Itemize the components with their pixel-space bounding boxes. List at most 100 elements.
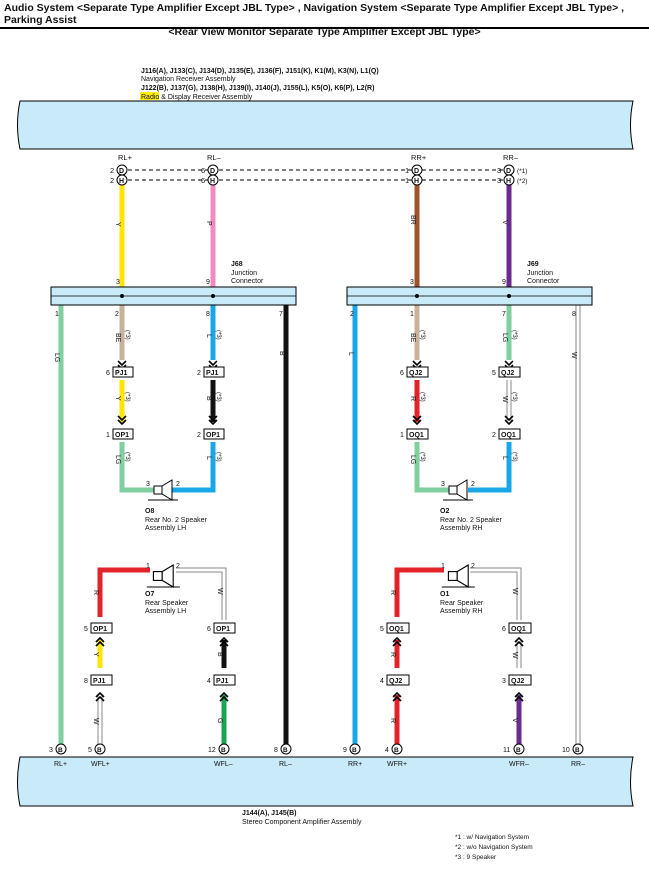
svg-text:D: D [414,168,419,175]
connector-oq1-c [386,622,410,634]
star3-note-10: (*3) [511,392,517,402]
svg-text:3: 3 [497,166,501,175]
svg-text:2: 2 [110,166,114,175]
wire-label-b-o7: B [216,652,223,657]
j68-name-1: Junction [231,270,257,277]
svg-text:2: 2 [350,311,354,318]
star3-note-8: (*3) [511,330,517,340]
connector-op1-d [213,622,236,634]
receiver-assembly [17,100,634,150]
svg-text:B: B [221,747,226,754]
wire-label-l-o2: L [501,456,508,460]
wire-label-y-o7: Y [92,652,99,657]
svg-text:1: 1 [405,166,409,175]
svg-text:B: B [575,747,580,754]
star3-note-11: (*3) [419,452,425,462]
wire-l-to-o8 [172,442,216,493]
wire-label-r-r: R [409,396,416,401]
svg-text:B: B [58,747,63,754]
junction-nodes [120,294,511,298]
connector-qj2-c-label: QJ2 [389,678,402,685]
amplifier-name: Stereo Component Amplifier Assembly [242,819,362,826]
svg-text:2: 2 [492,432,496,439]
svg-text:2: 2 [197,432,201,439]
star3-note-4: (*3) [215,392,221,402]
title-line-1: Audio System <Separate Type Amplifier Ex… [4,2,625,26]
svg-text:D: D [210,168,215,175]
label-rr-plus: RR+ [411,153,427,162]
wire-label-w-r: W [501,396,508,403]
amplifier-codes: J144(A), J145(B) [242,810,296,817]
legend-item-3: *3 : 9 Speaker [455,854,497,861]
wire-label-l-o8: L [205,456,212,460]
wire-label-lg-o2: LG [409,455,416,464]
wire-label-r-o1-b: R [389,652,396,657]
o8-code: O8 [145,508,154,515]
connector-oq1-d [508,622,532,634]
connector-pj1-d-label: PJ1 [216,678,229,685]
wire-label-y-l: Y [114,396,121,401]
svg-text:B: B [352,747,357,754]
svg-text:2: 2 [110,176,114,185]
legend-item-2: *2 : w/o Navigation System [455,844,533,851]
j68-code: J68 [231,261,243,268]
wire-label-w-wfl-plus: W [92,718,99,725]
wire-label-lg-rl-plus: LG [53,353,60,362]
connector-oq1-d-label: OQ1 [511,626,526,633]
connector-op1-b [203,428,225,440]
o1-name-1: Rear Speaker [440,600,484,607]
j69-name-2: Connector [527,278,560,285]
svg-text:9: 9 [343,747,347,754]
star3-note-9: (*3) [419,392,425,402]
wire-lg-to-o2 [414,442,449,493]
wire-label-r-o1: R [389,590,396,595]
connector-pj1-a-label: PJ1 [115,370,128,377]
connector-qj2-a-label: QJ2 [409,370,422,377]
svg-text:5: 5 [84,626,88,633]
note-star2: (*2) [517,178,527,185]
star3-note-7: (*3) [419,330,425,340]
svg-text:B: B [283,747,288,754]
connector-pj1-c [90,674,113,686]
svg-text:D: D [119,168,124,175]
svg-text:H: H [210,178,215,185]
j68-name-2: Connector [231,278,264,285]
svg-text:2: 2 [471,563,475,570]
wire-label-br: BR [409,215,416,225]
connector-qj2-d-label: QJ2 [511,678,524,685]
amp-label-wfr-minus: WFR– [509,761,529,768]
connector-pj1-b [203,366,225,378]
svg-text:3: 3 [410,279,414,286]
svg-text:9: 9 [502,279,506,286]
svg-text:5: 5 [492,370,496,377]
o1-name-2: Assembly RH [440,608,482,615]
radio-highlight [140,92,159,100]
star3-note-3: (*3) [124,392,130,402]
wire-label-lg-r: LG [501,333,508,342]
svg-text:B: B [394,747,399,754]
wire-lg-to-o8 [119,442,154,493]
wire-label-r-wfr-plus: R [389,718,396,723]
connector-oq1-c-label: OQ1 [389,626,404,633]
svg-text:5: 5 [88,747,92,754]
wire-label-r-o7: R [92,590,99,595]
svg-text:B: B [97,747,102,754]
j69-code: J69 [527,261,539,268]
title-line-2: <Rear View Monitor Separate Type Amplifi… [168,26,481,38]
star3-note-2: (*3) [215,330,221,340]
connector-qj2-a [406,366,429,378]
o7-code: O7 [145,591,154,598]
o8-name-1: Rear No. 2 Speaker [145,517,208,524]
svg-text:H: H [414,178,419,185]
connector-op1-d-label: OP1 [216,626,230,633]
connector-op1-b-label: OP1 [206,432,220,439]
svg-text:6: 6 [400,370,404,377]
wire-label-v: V [501,220,508,225]
svg-text:2: 2 [471,481,475,488]
svg-text:12: 12 [208,747,216,754]
